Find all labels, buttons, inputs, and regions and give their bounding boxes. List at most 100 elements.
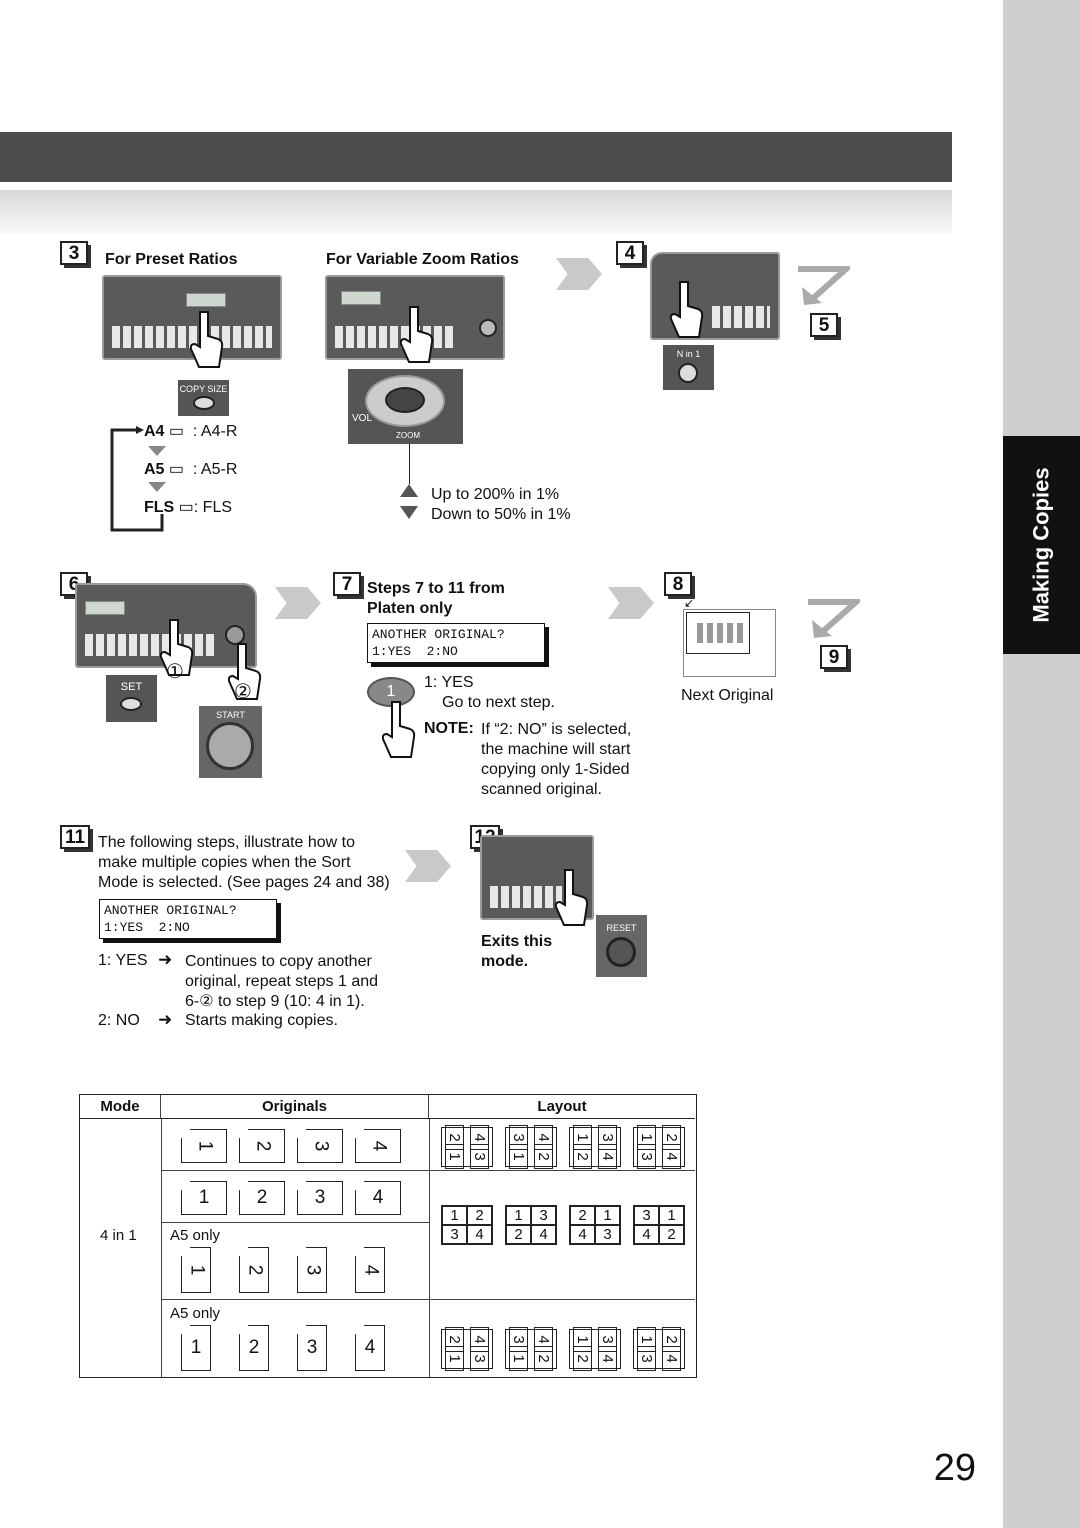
down-text: Down to 50% in 1%	[431, 506, 571, 523]
size-a5-row: A5 ▭ : A5-R	[144, 461, 238, 478]
set-button[interactable]	[120, 697, 142, 711]
start-label: START	[216, 710, 245, 720]
pointing-hand-icon-3	[670, 281, 704, 338]
next-arrow-icon	[556, 258, 602, 290]
size-fls-row: FLS ▭: FLS	[144, 499, 233, 516]
section-tab: Making Copies	[1003, 436, 1080, 654]
original-page: 2	[239, 1129, 285, 1163]
original-page: 4	[355, 1129, 401, 1163]
n-in-1-label: N in 1	[676, 349, 701, 359]
note-text: If “2: NO” is selected,the machine will …	[481, 721, 632, 798]
pointing-hand-icon	[190, 311, 224, 368]
copy-size-label: COPY SIZE	[179, 384, 228, 394]
original-page: 4	[355, 1247, 385, 1293]
center-key[interactable]	[385, 387, 425, 413]
next-original-caption: Next Original	[681, 687, 774, 704]
zoom-keypad-image: VOL ZOOM	[348, 369, 463, 444]
header-band-dark	[0, 132, 952, 182]
exits-text-2: mode.	[481, 953, 529, 970]
zoom-pointer-line	[409, 444, 410, 484]
original-page: 3	[297, 1181, 343, 1215]
reset-label: RESET	[606, 923, 637, 933]
step-3-badge: 3	[60, 241, 91, 268]
original-page: 4	[355, 1181, 401, 1215]
step-7-badge: 7	[333, 572, 364, 599]
header-band-light	[0, 190, 952, 234]
step-5-badge: 5	[810, 313, 841, 340]
lcd-display-2: ANOTHER ORIGINAL?1:YES 2:NO	[99, 899, 277, 939]
mode-header: Mode	[80, 1095, 161, 1119]
step-7-title-2: Platen only	[367, 600, 453, 617]
reset-button-box: RESET	[596, 915, 647, 977]
original-page: 4	[355, 1325, 385, 1371]
mark-2: ②	[234, 681, 252, 703]
yes-label: 1: YES	[98, 952, 148, 969]
a5-only-label-1: A5 only	[170, 1227, 221, 1244]
vol-label: VOL	[352, 413, 373, 424]
exits-text-1: Exits this	[481, 933, 553, 950]
control-panel-image-3	[650, 252, 780, 340]
next-arrow-icon-2	[275, 587, 321, 619]
zoom-ratios-title: For Variable Zoom Ratios	[326, 251, 519, 268]
start-button[interactable]	[206, 722, 254, 770]
original-page: 2	[239, 1181, 285, 1215]
sidebar-strip	[1003, 0, 1080, 1528]
no-label: 2: NO	[98, 1012, 140, 1029]
layout-table: Mode Originals Layout 4 in 1 A5 only A5 …	[79, 1094, 697, 1378]
reset-button[interactable]	[606, 937, 636, 967]
pointing-hand-icon-2	[400, 306, 434, 363]
zoom-label: ZOOM	[396, 431, 420, 440]
start-button-box: START	[199, 706, 262, 778]
original-page: 3	[297, 1247, 327, 1293]
note-label: NOTE:	[424, 720, 474, 737]
original-page: 1	[181, 1129, 227, 1163]
control-panel-image-5	[480, 835, 594, 920]
corner-arrow-icon: ↙	[684, 596, 695, 610]
layout-header: Layout	[429, 1095, 695, 1119]
pointing-hand-icon-7	[555, 869, 589, 926]
up-text: Up to 200% in 1%	[431, 486, 560, 503]
lcd-display: ANOTHER ORIGINAL?1:YES 2:NO	[367, 623, 545, 663]
pointing-hand-icon-6	[382, 701, 416, 758]
original-document-icon	[686, 612, 750, 654]
next-arrow-icon-3	[608, 587, 654, 619]
go-next-text: Go to next step.	[442, 694, 555, 711]
section-tab-label: Making Copies	[1028, 467, 1054, 623]
copy-size-button[interactable]	[193, 396, 215, 410]
diagonal-arrow-icon-2	[808, 599, 860, 638]
original-page: 1	[181, 1247, 211, 1293]
original-page: 2	[239, 1325, 269, 1371]
set-button-box: SET	[106, 675, 157, 722]
platen-image	[683, 609, 776, 677]
original-page: 3	[297, 1129, 343, 1163]
step-9-badge: 9	[820, 645, 851, 672]
step-7-title-1: Steps 7 to 11 from	[367, 580, 505, 597]
step-4-badge: 4	[616, 241, 647, 268]
preset-ratios-title: For Preset Ratios	[105, 251, 238, 268]
right-arrow-icon-2: ➜	[158, 1010, 173, 1029]
page-number: 29	[933, 1447, 976, 1489]
step-8-badge: 8	[664, 572, 695, 599]
no-description: Starts making copies.	[185, 1012, 338, 1029]
n-in-1-button[interactable]	[678, 363, 698, 383]
original-page: 1	[181, 1325, 211, 1371]
originals-header: Originals	[161, 1095, 429, 1119]
n-in-1-button-box: N in 1	[663, 345, 714, 390]
mode-value: 4 in 1	[100, 1227, 137, 1244]
set-label: SET	[120, 681, 143, 693]
yes-text: 1: YES	[424, 674, 474, 691]
pointing-hand-icon-4	[160, 619, 194, 676]
